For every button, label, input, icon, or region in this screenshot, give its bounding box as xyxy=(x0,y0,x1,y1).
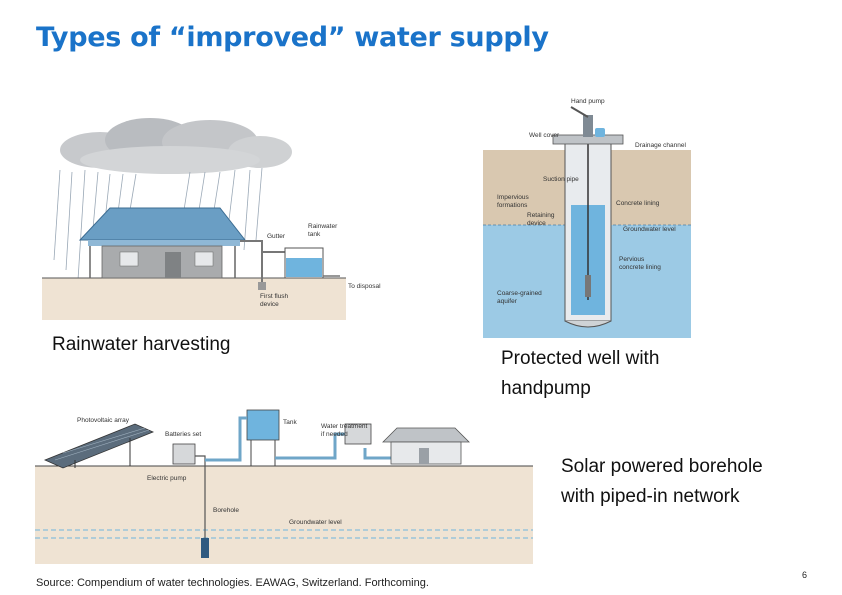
tank-label: Tank xyxy=(283,419,297,426)
rainwater-tank-label-2: tank xyxy=(308,231,321,238)
page-number: 6 xyxy=(802,570,808,580)
well-caption-line-1: Protected well with xyxy=(501,348,660,369)
impervious-label-2: formations xyxy=(497,202,528,209)
pv-array-label: Photovoltaic array xyxy=(77,417,130,424)
well-cover-label: Well cover xyxy=(529,132,560,139)
treatment-label-2: if needed xyxy=(321,431,348,438)
treatment-label-1: Water treatment xyxy=(321,423,368,430)
disposal-label: To disposal xyxy=(348,283,381,290)
aquifer-label-2: aquifer xyxy=(497,298,518,305)
batteries-label: Batteries set xyxy=(165,431,201,438)
first-flush-label-1: First flush xyxy=(260,293,289,300)
house-icon xyxy=(382,427,470,465)
retaining-label-2: device xyxy=(527,220,546,227)
water-tank-icon xyxy=(246,409,280,466)
pervious-label-2: concrete lining xyxy=(619,264,661,271)
concrete-lining-label: Concrete lining xyxy=(616,200,660,207)
retaining-label-1: Retaining xyxy=(527,212,555,219)
aquifer-label-1: Coarse-grained xyxy=(497,290,542,297)
house-icon xyxy=(78,207,247,279)
suction-pipe-label: Suction pipe xyxy=(543,176,579,183)
well-caption-line-2: handpump xyxy=(501,378,591,399)
slide-title: Types of “improved” water supply xyxy=(36,22,549,53)
solar-caption-line-1: Solar powered borehole xyxy=(561,456,763,477)
hand-pump-icon xyxy=(552,106,624,145)
gutter-label: Gutter xyxy=(267,233,286,240)
solar-borehole-diagram: Photovoltaic array Batteries set Tank Wa… xyxy=(35,409,533,564)
batteries-set xyxy=(172,443,196,465)
solar-caption-line-2: with piped-in network xyxy=(561,486,740,507)
cloud-icon xyxy=(60,118,292,174)
solar-caption: Solar powered borehole with piped-in net… xyxy=(561,452,763,512)
rainwater-tank-label-1: Rainwater xyxy=(308,223,338,230)
source-citation: Source: Compendium of water technologies… xyxy=(36,577,429,589)
electric-pump-label: Electric pump xyxy=(147,475,187,482)
pervious-label-1: Pervious xyxy=(619,256,645,263)
groundwater-label: Groundwater level xyxy=(289,519,342,526)
rainwater-caption: Rainwater harvesting xyxy=(52,334,231,355)
hand-pump-label: Hand pump xyxy=(571,98,605,105)
well-caption: Protected well with handpump xyxy=(501,344,659,404)
rainwater-harvesting-diagram: Gutter Rainwater tank To disposal First … xyxy=(42,118,381,320)
borehole-label: Borehole xyxy=(213,507,239,514)
groundwater-level-label: Groundwater level xyxy=(623,226,676,233)
first-flush-label-2: device xyxy=(260,301,279,308)
solar-panel-icon xyxy=(43,423,155,469)
drainage-label: Drainage channel xyxy=(635,142,687,149)
impervious-label-1: Impervious xyxy=(497,194,530,201)
protected-well-diagram: Hand pump Well cover Drainage channel Su… xyxy=(483,98,691,338)
